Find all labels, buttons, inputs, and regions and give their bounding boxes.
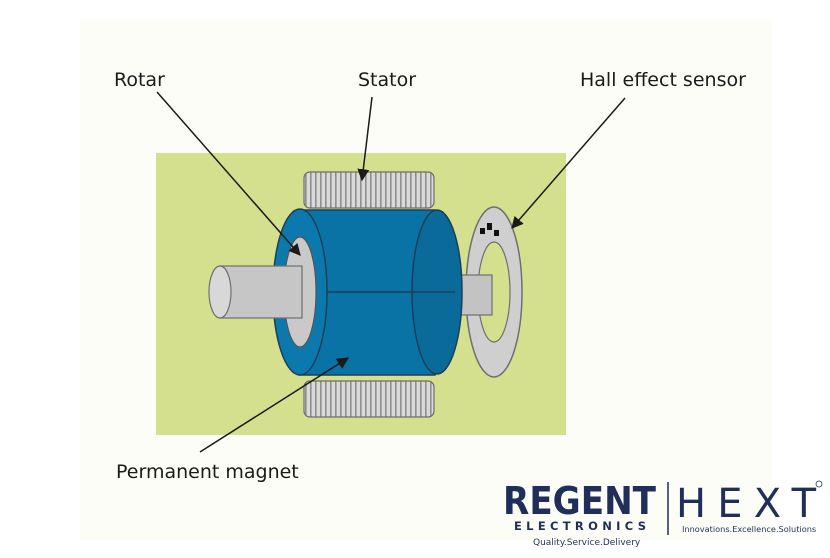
- stator-bottom: [303, 380, 435, 418]
- regent-logo-tagline: Quality.Service.Delivery: [533, 538, 641, 548]
- hall-sensor-ring: [465, 206, 523, 378]
- stator-label: Stator: [358, 69, 416, 91]
- regent-logo-name: REGENT: [503, 479, 656, 523]
- magnet-arrow: [199, 357, 350, 453]
- stator-arrow: [357, 96, 373, 182]
- hall-sensor-label: Hall effect sensor: [580, 69, 746, 91]
- registered-mark-icon: [815, 480, 823, 488]
- stator-top: [303, 171, 435, 209]
- front-shaft: [208, 265, 303, 319]
- rotor-label: Rotar: [114, 69, 165, 91]
- rotor-arrow: [156, 91, 301, 256]
- permanent-magnet-drum: [272, 208, 463, 376]
- hall-sensor-arrow: [511, 97, 626, 229]
- magnet-label: Permanent magnet: [116, 461, 299, 483]
- hext-logo-tagline: Innovations.Excellence.Solutions: [682, 524, 816, 534]
